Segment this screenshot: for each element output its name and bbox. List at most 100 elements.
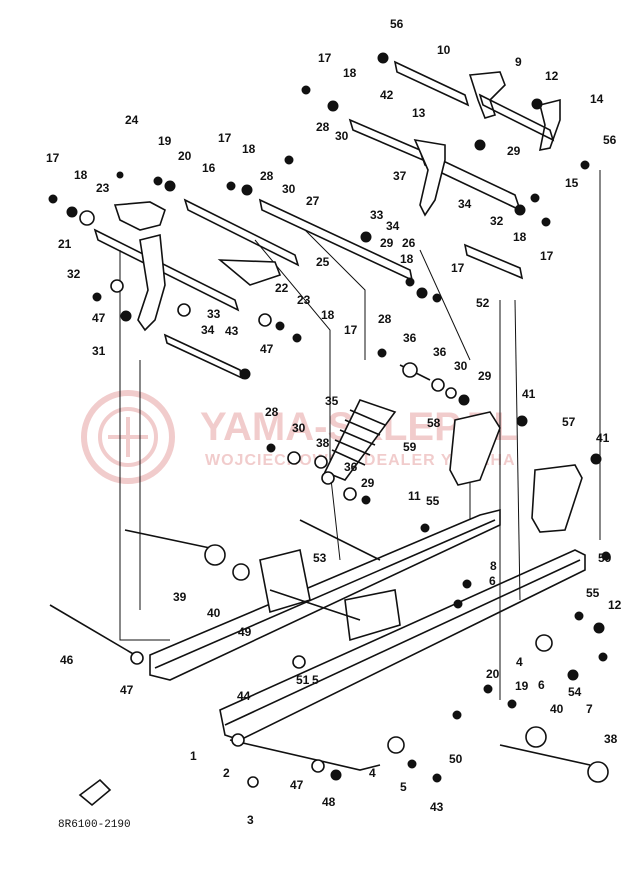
slide-rails xyxy=(149,508,586,771)
callout: 29 xyxy=(507,144,521,158)
hardware xyxy=(48,52,611,807)
callout: 13 xyxy=(412,106,426,120)
callout: 59 xyxy=(598,551,612,565)
callout: 29 xyxy=(478,369,492,383)
callout: 5 xyxy=(400,780,407,794)
callout: 55 xyxy=(426,494,440,508)
callout: 38 xyxy=(316,436,330,450)
callout: 34 xyxy=(201,323,215,337)
callout: 36 xyxy=(344,460,358,474)
callout: 36 xyxy=(403,331,417,345)
guide-lines xyxy=(119,170,601,700)
callout: 30 xyxy=(282,182,296,196)
callout: 23 xyxy=(96,181,110,195)
callout: 27 xyxy=(306,194,320,208)
callout: 56 xyxy=(603,133,617,147)
callout: 34 xyxy=(458,197,472,211)
callout: 38 xyxy=(604,732,618,746)
callout: 4 xyxy=(516,655,523,669)
shock-absorber xyxy=(321,364,431,485)
callout: 34 xyxy=(386,219,400,233)
callout: 52 xyxy=(476,296,490,310)
callout: 12 xyxy=(608,598,622,612)
callout: 8 xyxy=(490,559,497,573)
callout: 53 xyxy=(313,551,327,565)
callout: 28 xyxy=(378,312,392,326)
callout: 47 xyxy=(290,778,304,792)
callout: 28 xyxy=(265,405,279,419)
callout: 21 xyxy=(58,237,72,251)
callout: 22 xyxy=(275,281,289,295)
callout: 47 xyxy=(120,683,134,697)
callout: 7 xyxy=(586,702,593,716)
callout: 18 xyxy=(242,142,256,156)
callout: 17 xyxy=(344,323,358,337)
callout: 43 xyxy=(225,324,239,338)
callout: 20 xyxy=(486,667,500,681)
callout: 51 xyxy=(296,673,310,687)
callout: 36 xyxy=(433,345,447,359)
callout: 28 xyxy=(260,169,274,183)
shafts-springs xyxy=(49,519,609,783)
callout: 47 xyxy=(260,342,274,356)
callout: 18 xyxy=(400,252,414,266)
callout: 41 xyxy=(522,387,536,401)
callout: 41 xyxy=(596,431,610,445)
callout: 54 xyxy=(568,685,582,699)
callout: 28 xyxy=(316,120,330,134)
callout: 16 xyxy=(202,161,216,175)
callout: 29 xyxy=(380,236,394,250)
callout: 43 xyxy=(430,800,444,814)
callout: 25 xyxy=(316,255,330,269)
callout: 48 xyxy=(322,795,336,809)
callout: 18 xyxy=(321,308,335,322)
callout: 37 xyxy=(393,169,407,183)
callout: 19 xyxy=(515,679,529,693)
callout: 6 xyxy=(489,574,496,588)
callout: 24 xyxy=(125,113,139,127)
callout: 9 xyxy=(515,55,522,69)
callout: 50 xyxy=(449,752,463,766)
callout: 33 xyxy=(370,208,384,222)
callout: 33 xyxy=(207,307,221,321)
callout: 35 xyxy=(325,394,339,408)
callout: 39 xyxy=(173,590,187,604)
callout: 17 xyxy=(451,261,465,275)
callout: 1 xyxy=(190,749,197,763)
callout: 4 xyxy=(369,766,376,780)
callout: 47 xyxy=(92,311,106,325)
callout: 59 xyxy=(403,440,417,454)
callout: 42 xyxy=(380,88,394,102)
callout: 32 xyxy=(490,214,504,228)
callout: 46 xyxy=(60,653,74,667)
callout: 17 xyxy=(46,151,60,165)
callout: 17 xyxy=(318,51,332,65)
callout: 23 xyxy=(297,293,311,307)
callout: 40 xyxy=(550,702,564,716)
callout: 55 xyxy=(586,586,600,600)
callout: 18 xyxy=(513,230,527,244)
callout: 17 xyxy=(540,249,554,263)
callout: 2 xyxy=(223,766,230,780)
callout: 32 xyxy=(67,267,81,281)
callout-labels: 56 10 17 18 9 12 14 42 13 28 30 29 56 24… xyxy=(46,17,622,827)
callout: 18 xyxy=(343,66,357,80)
brackets xyxy=(449,411,583,533)
callout: 57 xyxy=(562,415,576,429)
callout: 56 xyxy=(390,17,404,31)
callout: 3 xyxy=(247,813,254,827)
diagram-code: 8R6100-2190 xyxy=(58,819,131,831)
callout: 14 xyxy=(590,92,604,106)
callout: 44 xyxy=(237,689,251,703)
callout: 29 xyxy=(361,476,375,490)
callout: 49 xyxy=(238,625,252,639)
callout: 5 xyxy=(312,673,319,687)
callout: 12 xyxy=(545,69,559,83)
callout: 6 xyxy=(538,678,545,692)
callout: 15 xyxy=(565,176,579,190)
callout: 30 xyxy=(454,359,468,373)
callout: 18 xyxy=(74,168,88,182)
callout: 58 xyxy=(427,416,441,430)
callout: 40 xyxy=(207,606,221,620)
